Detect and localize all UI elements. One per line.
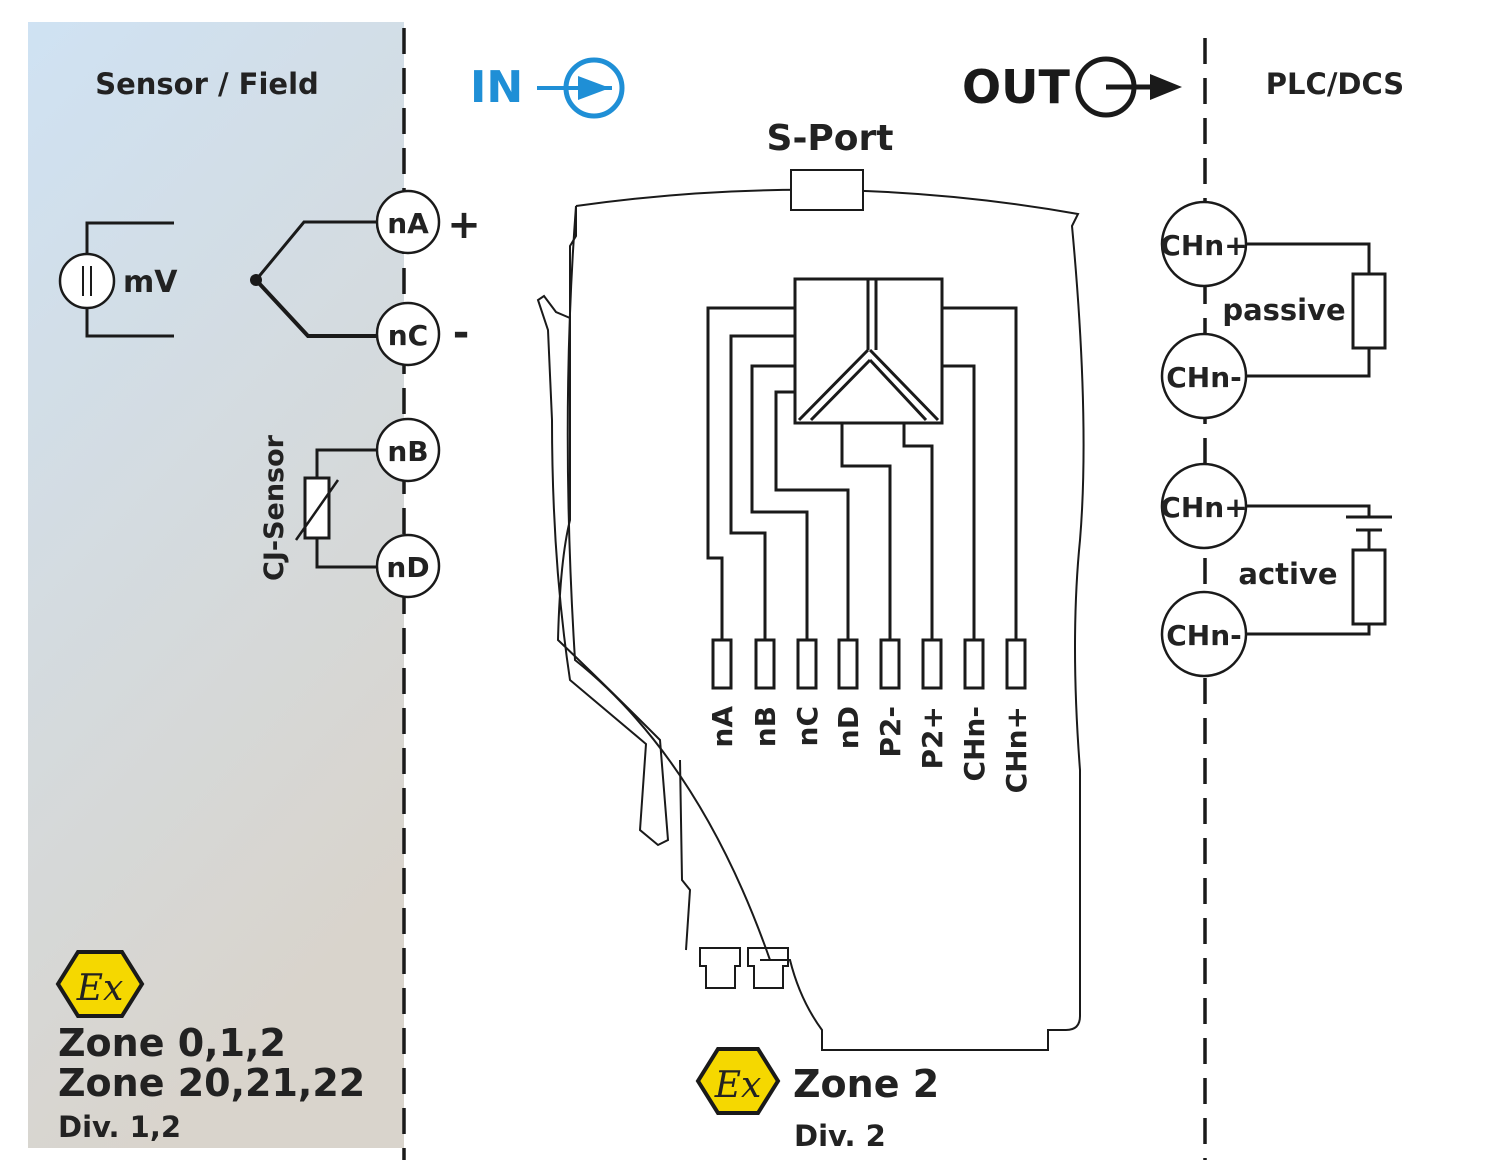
cj-sensor-resistor-icon — [294, 448, 378, 569]
field-zone-line1: Zone 0,1,2 — [58, 1021, 286, 1065]
passive-label: passive — [1222, 293, 1345, 327]
pin-label: P2- — [874, 706, 907, 758]
active-source-wiring — [1240, 504, 1392, 636]
internal-wiring — [706, 306, 1018, 640]
terminal-chn-minus-passive: CHn- — [1160, 332, 1248, 420]
pin-label: nB — [749, 706, 782, 747]
out-label: OUT — [962, 60, 1070, 114]
terminal-chn-plus-passive: CHn+ — [1160, 200, 1248, 288]
plus-sign: + — [447, 202, 481, 248]
plc-title: PLC/DCS — [1266, 67, 1404, 101]
device-zone: Zone 2 — [793, 1062, 939, 1106]
terminal-chn-minus-active: CHn- — [1160, 590, 1248, 678]
terminal-nd: nD — [375, 533, 441, 599]
mv-source-symbol — [58, 221, 174, 338]
svg-text:CHn-: CHn- — [1166, 361, 1242, 394]
terminal-na: nA — [375, 189, 441, 255]
svg-text:nC: nC — [388, 319, 428, 352]
pin-labels: nA nB nC nD P2- P2+ CHn- CHn+ — [706, 706, 1033, 794]
svg-text:CHn+: CHn+ — [1160, 491, 1247, 524]
cj-sensor-label: CJ-Sensor — [259, 434, 290, 581]
device-div: Div. 2 — [794, 1119, 886, 1153]
mv-label: mV — [123, 265, 178, 300]
pin-label: nA — [706, 706, 739, 748]
thermocouple-symbol — [250, 220, 378, 338]
field-zone-line2: Zone 20,21,22 — [58, 1061, 365, 1105]
pin-label: nC — [791, 706, 824, 746]
svg-text:nA: nA — [387, 207, 429, 240]
field-title: Sensor / Field — [95, 67, 319, 101]
active-label: active — [1238, 557, 1337, 591]
sport-label: S-Port — [767, 118, 894, 159]
terminal-chn-plus-active: CHn+ — [1160, 462, 1248, 550]
passive-load-wiring — [1240, 242, 1387, 378]
pin-label: P2+ — [916, 706, 949, 769]
usb-connector-icon — [699, 947, 789, 989]
pin-label: CHn+ — [1000, 706, 1033, 793]
terminal-nc: nC — [375, 301, 441, 367]
device-housing — [536, 169, 1085, 1051]
svg-text:CHn-: CHn- — [1166, 619, 1242, 652]
pin-label: nD — [832, 706, 865, 749]
output-arrow-icon — [1075, 56, 1182, 118]
field-div-line: Div. 1,2 — [58, 1110, 181, 1144]
pin-connectors — [711, 638, 1027, 690]
svg-text:nB: nB — [387, 435, 428, 468]
svg-text:CHn+: CHn+ — [1160, 229, 1247, 262]
pin-label: CHn- — [958, 706, 991, 782]
minus-sign: - — [453, 310, 470, 356]
terminal-nb: nB — [375, 417, 441, 483]
svg-text:nD: nD — [386, 551, 429, 584]
svg-text:Ex: Ex — [714, 1065, 762, 1106]
in-label: IN — [470, 62, 523, 113]
ex-hazard-icon-field: Ex — [55, 950, 145, 1018]
isolation-block — [793, 277, 944, 425]
input-arrow-icon — [537, 57, 625, 119]
svg-text:Ex: Ex — [76, 968, 124, 1009]
ex-hazard-icon-device: Ex — [695, 1047, 781, 1115]
